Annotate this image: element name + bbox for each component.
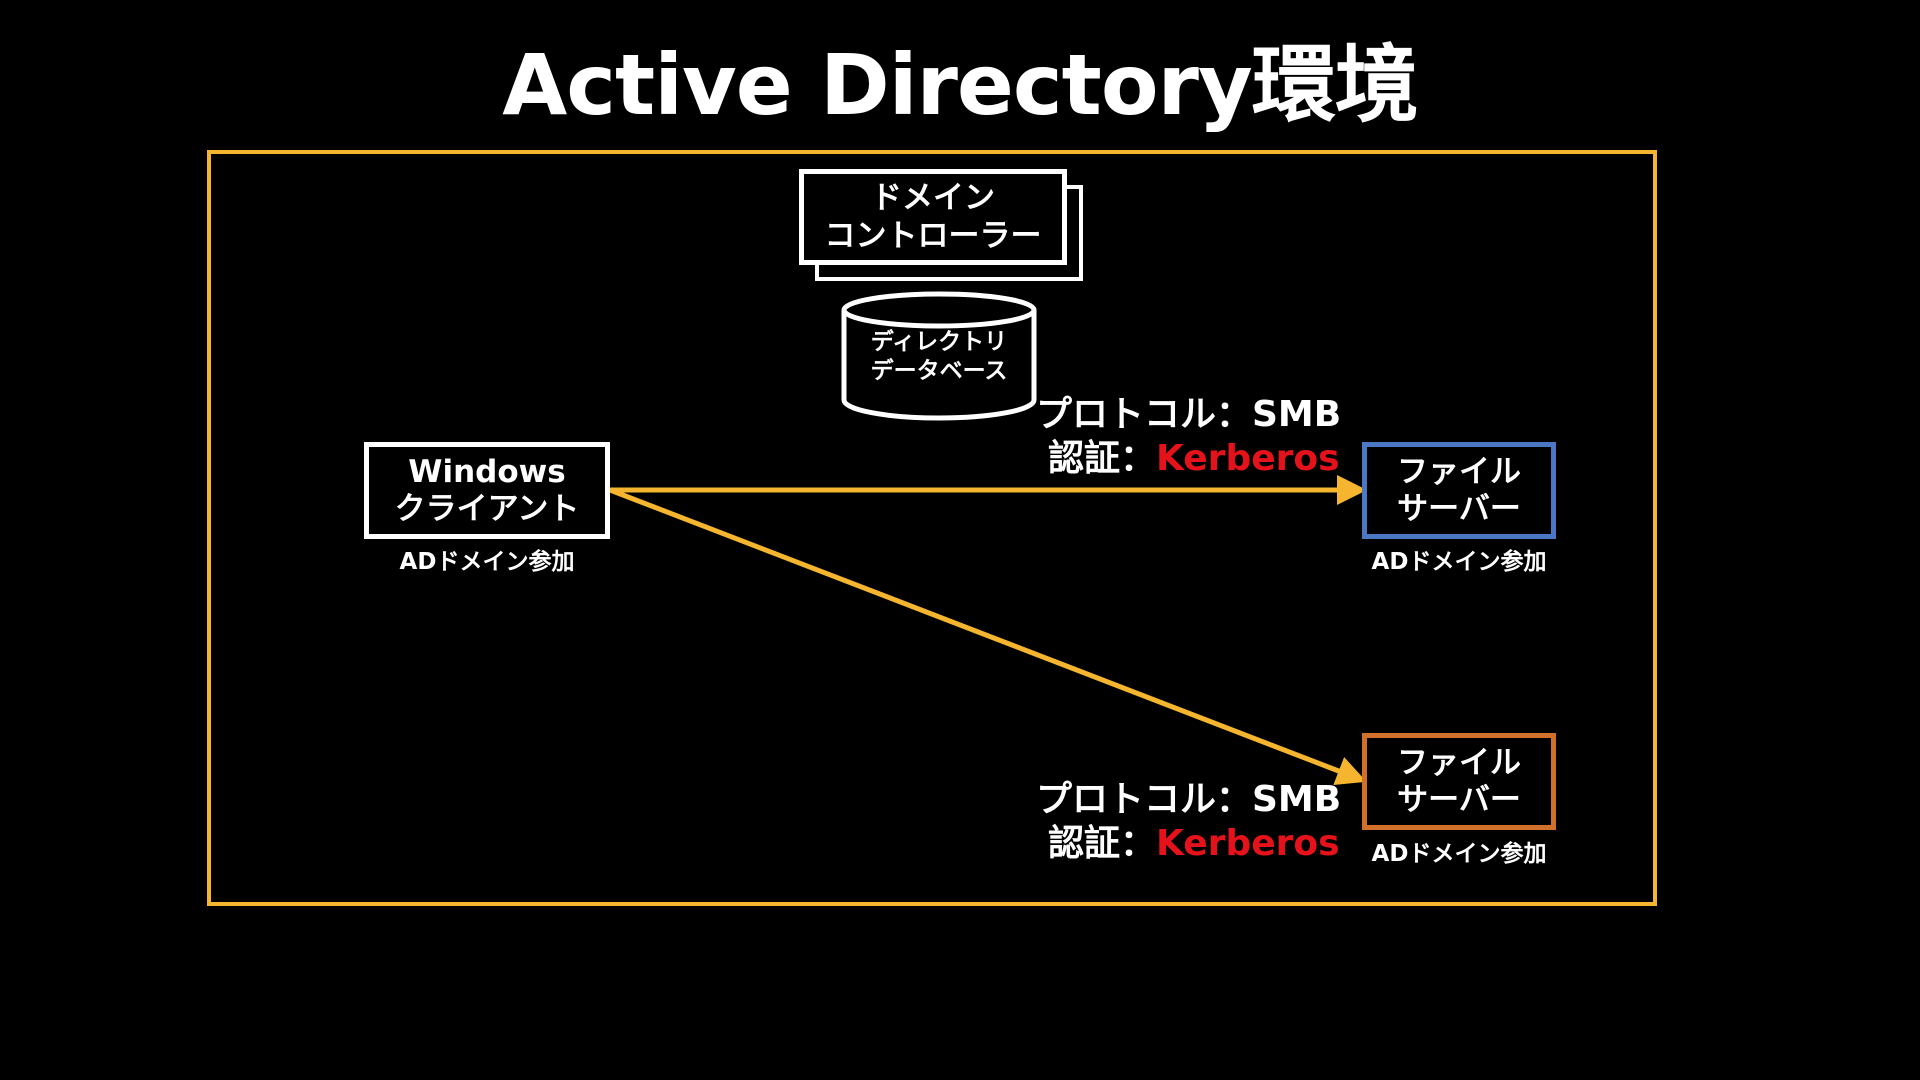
- windows-client-label-line1: Windows: [408, 453, 566, 490]
- file-server-2-label-line2: サーバー: [1397, 781, 1521, 818]
- file-server-2-caption: ADドメイン参加: [1371, 841, 1547, 867]
- file-server-1-node[interactable]: ファイル サーバー: [1362, 442, 1556, 539]
- file-server-1-label-line2: サーバー: [1397, 490, 1521, 527]
- file-server-1-caption: ADドメイン参加: [1371, 549, 1547, 575]
- directory-database-cylinder-icon: [841, 291, 1037, 421]
- connection-2-auth-label: 認証：: [1048, 823, 1157, 864]
- windows-client-caption: ADドメイン参加: [399, 549, 575, 575]
- file-server-1-label-line1: ファイル: [1397, 453, 1521, 490]
- file-server-2-node[interactable]: ファイル サーバー: [1362, 733, 1556, 830]
- connection-2-protocol: プロトコル：SMB: [1036, 779, 1342, 820]
- connection-1-auth: 認証：Kerberos: [1048, 437, 1340, 481]
- connection-1-auth-label: 認証：: [1048, 438, 1157, 479]
- connection-1-auth-value: Kerberos: [1156, 438, 1340, 479]
- directory-database-label: ディレクトリ データベース: [840, 328, 1038, 386]
- directory-database-label-line2: データベース: [870, 358, 1008, 384]
- file-server-2-label-line1: ファイル: [1397, 744, 1521, 781]
- windows-client-label-line2: クライアント: [394, 490, 580, 527]
- domain-controller-label-line1: ドメイン: [871, 180, 995, 216]
- directory-database-label-line1: ディレクトリ: [870, 329, 1008, 355]
- arrow-client-to-file-server-2: [609, 487, 1367, 786]
- connection-2-auth: 認証：Kerberos: [1048, 822, 1340, 866]
- domain-controller-node[interactable]: ドメイン コントローラー: [799, 169, 1067, 265]
- page-title: Active Directory環境: [502, 36, 1418, 134]
- windows-client-node[interactable]: Windows クライアント: [364, 442, 610, 539]
- connection-2-auth-value: Kerberos: [1156, 823, 1340, 864]
- active-directory-environment-frame: [207, 150, 1657, 906]
- connection-1-protocol: プロトコル：SMB: [1036, 394, 1342, 435]
- domain-controller-label-line2: コントローラー: [824, 218, 1042, 254]
